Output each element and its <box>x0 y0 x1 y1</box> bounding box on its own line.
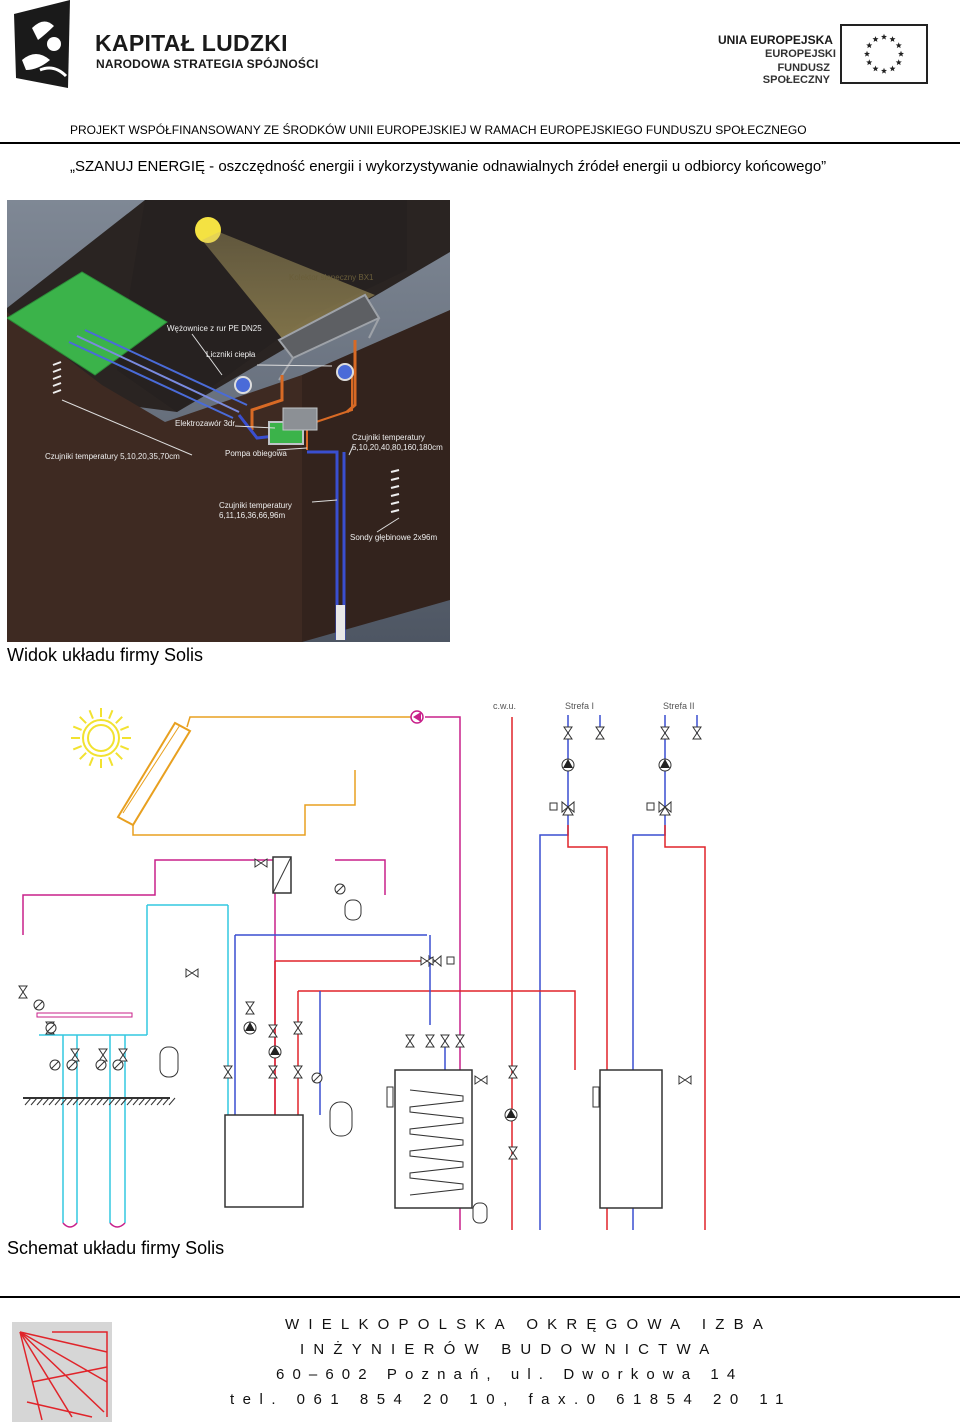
solis-system-schematic: c.w.u. Strefa I Strefa II <box>18 701 706 1230</box>
brine-manifold <box>36 1012 133 1018</box>
expansion-vessels <box>159 899 488 1224</box>
label-zone1: Strefa I <box>565 701 594 711</box>
document-title: „SZANUJ ENERGIĘ - oszczędność energii i … <box>70 158 827 175</box>
footer-address: 60–602 Poznań, ul. Dworkowa 14 <box>276 1366 744 1383</box>
ground-probes <box>62 1222 126 1228</box>
footer-org-line-1: WIELKOPOLSKA OKRĘGOWA IZBA <box>285 1316 773 1333</box>
heat-meter-1 <box>234 376 252 394</box>
dhw-storage-tank <box>386 1069 473 1209</box>
label-sensors-c-2: 6,11,16,36,66,96m <box>219 511 285 520</box>
buffer-tank <box>592 1069 663 1209</box>
label-cwu: c.w.u. <box>493 701 516 711</box>
heat-meter-2 <box>336 363 354 381</box>
footer-divider <box>0 1296 960 1298</box>
figure2-caption: Schemat układu firmy Solis <box>7 1238 225 1258</box>
ground-coils <box>84 329 248 406</box>
header-divider <box>0 142 960 144</box>
ue-line-2: EUROPEJSKI <box>765 48 836 60</box>
kapital-ludzki-subtitle: NARODOWA STRATEGIA SPÓJNOŚCI <box>96 57 319 71</box>
label-sensors-b-1: Czujniki temperatury <box>352 433 425 442</box>
soil-sensors-left <box>52 361 62 394</box>
kapital-ludzki-name: KAPITAŁ LUDZKI <box>95 30 288 56</box>
label-valve: Elektrozawór 3dr <box>175 419 235 428</box>
soil-front-face <box>7 312 302 642</box>
footer-org-line-2: INŻYNIERÓW BUDOWNICTWA <box>300 1341 719 1358</box>
label-sensors-a: Czujniki temperatury 5,10,20,35,70cm <box>45 452 180 461</box>
soil-sensors-right <box>390 469 400 513</box>
three-way-valve <box>282 407 318 431</box>
solar-loop <box>132 716 415 836</box>
brine-loop <box>39 904 229 1223</box>
label-coils: Wężownice z rur PE DN25 <box>167 324 262 333</box>
wiib-logo-icon <box>12 1322 112 1422</box>
schematic-collector <box>116 721 192 827</box>
figure1-caption: Widok układu firmy Solis <box>7 645 204 665</box>
ground-hatch <box>23 1097 176 1106</box>
label-probes: Sondy głębinowe 2x96m <box>350 533 438 542</box>
label-zone2: Strefa II <box>663 701 695 711</box>
footer-contact: tel. 061 854 20 10, fax.0 61854 20 11 <box>230 1391 792 1408</box>
label-sensors-c-1: Czujniki temperatury <box>219 501 292 510</box>
heat-pump-unit <box>224 1114 304 1208</box>
kapital-ludzki-logo-icon <box>14 0 70 88</box>
ue-line-3: FUNDUSZ SPOŁECZNY <box>762 62 830 86</box>
ue-line-1: UNIA EUROPEJSKA <box>718 33 833 47</box>
label-sensors-b-2: 5,10,20,40,80,160,180cm <box>352 443 443 452</box>
project-cofinancing-line: PROJEKT WSPÓŁFINANSOWANY ZE ŚRODKÓW UNII… <box>70 123 807 137</box>
eu-flag-icon <box>840 24 928 84</box>
solis-system-3d-view: Kolektor słoneczny BX1 Wężownice z rur P… <box>7 200 450 642</box>
solar-pump-icon <box>410 710 424 724</box>
label-meters: Liczniki ciepła <box>206 350 256 359</box>
label-pump: Pompa obiegowa <box>225 449 287 458</box>
zone1-branch <box>539 715 608 1230</box>
solar-pipe-supply <box>250 375 284 430</box>
schematic-sun-icon <box>71 708 131 768</box>
deep-probe-pipe <box>307 450 339 640</box>
soil-side-face <box>302 310 450 642</box>
label-collector: Kolektor słoneczny BX1 <box>289 273 374 282</box>
